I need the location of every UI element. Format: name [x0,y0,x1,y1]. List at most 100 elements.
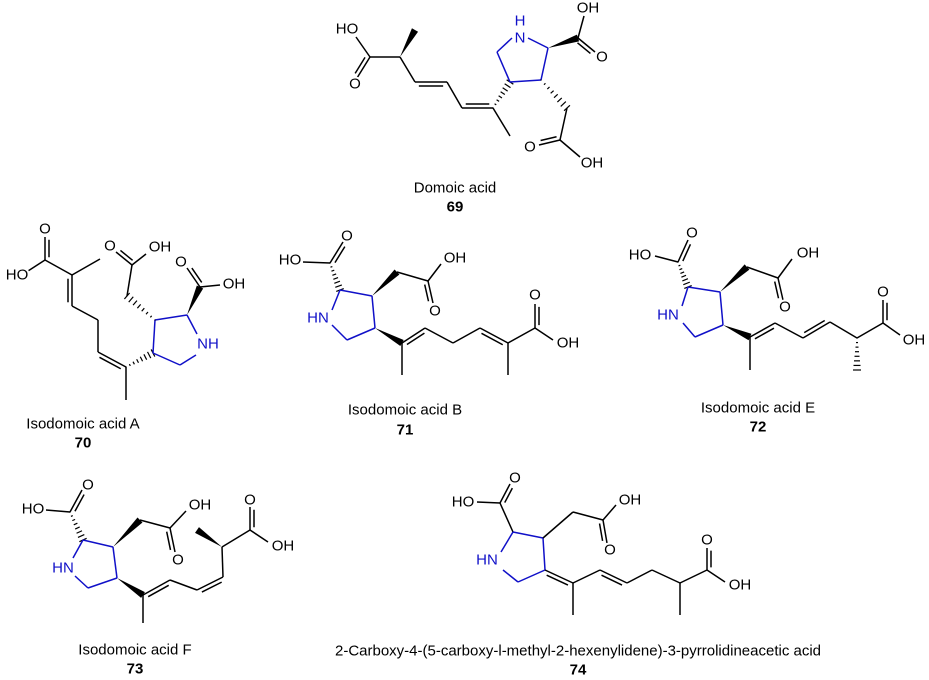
double-bond [115,251,133,266]
single-bond [221,546,224,578]
double-bond [602,519,608,544]
atom-label: O [529,287,541,304]
double-bond-inner [682,243,692,262]
structure-69: HO O N H OH O O OH Domoic acid 69 [334,0,610,216]
hash-bond-stroke [556,97,563,103]
compound-name: 2-Carboxy-4-(5-carboxy-l-methyl-2-hexeny… [335,643,821,660]
atom-label: HN [52,560,74,577]
hash-bond-stroke [680,271,685,275]
atom-label: O [175,254,187,271]
single-bond [427,263,442,282]
hash-bond-stroke [76,530,83,534]
bond-layer [27,15,901,623]
single-bond [509,79,542,83]
single-bond [682,322,696,338]
hash-bond-stroke [540,79,542,81]
double-bond [329,241,344,264]
hash-bond-stroke [496,99,500,102]
single-bond [331,324,348,341]
atom-label: OH [557,335,580,352]
hash-bond-stroke [332,273,337,276]
double-bond [499,483,511,504]
double-bond [356,56,371,79]
hash-bond-stroke [546,86,550,90]
single-bond [169,510,187,529]
hash-bond-stroke [73,522,78,526]
compound-number: 72 [750,419,767,436]
compound-name: Isodomoic acid A [26,416,139,433]
atom-label: HO [6,267,29,284]
hash-bond-stroke [141,307,145,312]
single-bond [221,529,251,548]
double-bond [544,569,574,584]
double-bond-inner [803,319,826,334]
structure-72: HO O HN OH O O OH Isodomoic acid E 72 [627,223,928,436]
atom-label: HO [452,494,475,511]
double-bond [97,351,127,368]
single-bond [302,261,331,264]
single-bond [45,509,71,513]
single-bond [681,286,689,307]
double-bond-inner [334,246,346,263]
double-bond-inner [99,356,122,370]
single-bond [71,305,99,321]
double-bond-inner [504,487,514,503]
compound-name: Isodomoic acid B [348,402,462,419]
single-bond [331,289,341,311]
atom-label: NH [197,336,219,353]
atom-label: OH [903,332,926,349]
hash-bond-stroke [683,281,691,286]
single-bond [719,291,724,326]
single-bond [339,289,373,297]
double-bond [169,527,176,553]
single-bond [87,577,118,589]
atom-label: O [82,477,94,494]
wedge-bond [400,28,419,57]
single-bond [186,314,198,335]
double-bond-inner [354,57,366,74]
single-bond [496,37,513,53]
atom-label: HN [476,552,498,569]
double-bond [142,579,171,596]
hash-bond-stroke [494,103,497,106]
compound-number: 73 [127,661,144,678]
atom-label: HN [307,310,329,327]
single-bond [572,511,604,521]
double-bond-inner [540,135,557,142]
atom-label: O [429,303,441,320]
double-bond [599,569,628,584]
atom-label: O [686,225,698,242]
atom-label: OH [577,0,600,17]
single-bond [542,537,546,571]
hash-bond-stroke [504,83,511,89]
single-bond [651,569,681,584]
double-bond-inner [773,281,780,299]
double-bond [577,37,596,53]
atom-label: H [515,13,526,30]
atom-label: O [39,221,51,238]
hash-bond-stroke [146,351,152,359]
hash-bond-stroke [335,284,343,288]
hash-bond-stroke [679,268,683,271]
single-bond [512,531,544,539]
double-bond [69,489,83,513]
atom-label: OH [189,497,212,514]
wedge-bond [195,527,222,547]
single-bond [27,259,46,272]
single-bond [126,264,133,297]
double-bond [186,267,201,288]
single-bond [154,314,188,321]
hash-bond-stroke [333,276,339,280]
atom-label: N [515,30,526,47]
single-bond [169,579,198,591]
single-bond [856,322,884,339]
atom-label: O [604,542,616,559]
double-bond-inner [481,332,504,346]
single-bond [499,502,514,533]
compound-name: Isodomoic acid F [78,642,191,659]
single-bond [559,139,581,158]
compound-number: 70 [75,435,92,452]
wedge-bond [113,517,143,547]
single-bond [774,322,804,339]
single-bond [152,352,181,366]
